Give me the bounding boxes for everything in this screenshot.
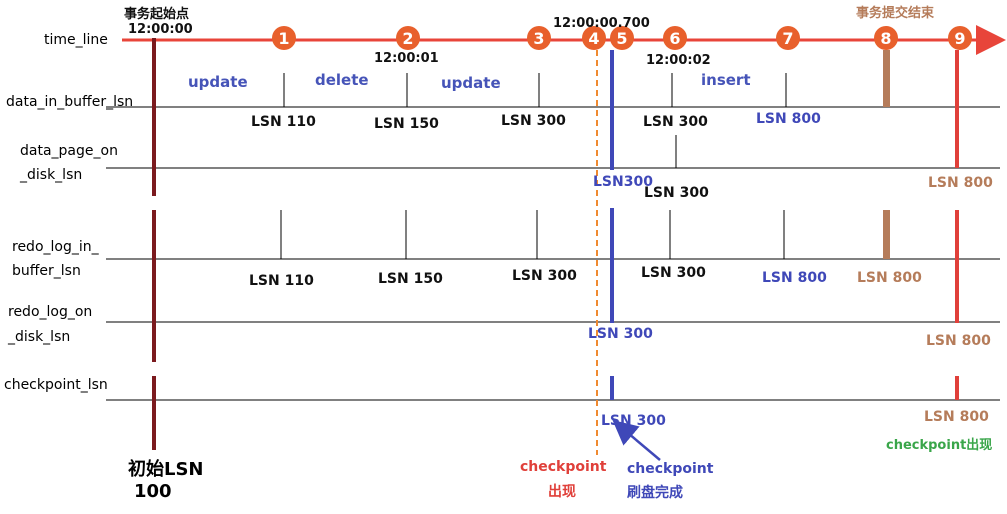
redo-disk-lsn-5: LSN 300 (588, 326, 653, 342)
marker-3: 3 (527, 26, 551, 50)
checkpoint-time: 12:00:00.700 (553, 16, 650, 31)
time-2: 12:00:01 (374, 51, 439, 66)
checkpoint-appears-right: checkpoint出现 (886, 437, 992, 453)
start-label: 事务起始点 (124, 6, 189, 22)
marker-1-number: 1 (278, 29, 289, 48)
marker-7: 7 (776, 26, 800, 50)
checkpoint-flushed-label: checkpoint (627, 461, 714, 477)
row-label-time-line: time_line (44, 32, 108, 48)
checkpoint-flushed-sub: 刷盘完成 (627, 484, 683, 501)
data-buffer-lsn-3: LSN 300 (501, 113, 566, 129)
checkpoint-appears-sub: 出现 (548, 483, 576, 500)
commit-end-bar-bottom (955, 376, 959, 400)
data-disk-lsn-6: LSN 300 (644, 185, 709, 201)
initial-bar-bottom (152, 376, 156, 450)
redo-buffer-lsn-2: LSN 150 (378, 271, 443, 287)
flush-arrow (612, 419, 661, 461)
marker-7-number: 7 (782, 29, 793, 48)
marker-8: 8 (874, 26, 898, 50)
flush-bar-bottom (610, 376, 614, 400)
row-label-data-page-on-2: _disk_lsn (19, 167, 82, 183)
checkpoint-appears-label: checkpoint (520, 459, 607, 475)
row-label-data-in-buffer: data_in_buffer_lsn (6, 94, 133, 110)
commit-bar-top (883, 50, 890, 107)
marker-5: 5 (610, 26, 634, 50)
data-buffer-lsn-1: LSN 110 (251, 114, 316, 130)
commit-end-bar-top (955, 50, 959, 168)
data-disk-lsn-5: LSN300 (593, 174, 653, 190)
initial-lsn-value: 100 (134, 481, 172, 502)
marker-6: 6 (663, 26, 687, 50)
checkpoint-lsn-5: LSN 300 (601, 413, 666, 429)
marker-4-number: 4 (588, 29, 599, 48)
op-insert: insert (701, 71, 751, 89)
data-disk-lsn-9: LSN 800 (928, 175, 993, 191)
marker-1: 1 (272, 26, 296, 50)
marker-6-number: 6 (669, 29, 680, 48)
commit-bar-middle (883, 210, 890, 259)
row-label-redo-on-2: _disk_lsn (7, 329, 70, 345)
op-update-1: update (188, 73, 248, 91)
flush-bar-middle (610, 208, 614, 323)
redo-buffer-lsn-1: LSN 110 (249, 273, 314, 289)
marker-2: 2 (396, 26, 420, 50)
marker-2-number: 2 (402, 29, 413, 48)
time-6: 12:00:02 (646, 53, 711, 68)
redo-buffer-lsn-6: LSN 300 (641, 265, 706, 281)
initial-bar-middle (152, 210, 156, 362)
row-label-redo-on-1: redo_log_on (8, 304, 92, 320)
redo-buffer-lsn-7: LSN 800 (762, 270, 827, 286)
marker-9-number: 9 (954, 29, 965, 48)
redo-buffer-lsn-8: LSN 800 (857, 270, 922, 286)
data-buffer-lsn-6: LSN 300 (643, 114, 708, 130)
row-label-checkpoint: checkpoint_lsn (4, 377, 108, 393)
op-delete: delete (315, 71, 369, 89)
row-label-data-page-on-1: data_page_on (20, 143, 118, 159)
marker-8-number: 8 (880, 29, 891, 48)
row-label-redo-in-1: redo_log_in_ (12, 239, 100, 255)
redo-disk-lsn-9: LSN 800 (926, 333, 991, 349)
row-label-redo-in-2: buffer_lsn (12, 263, 81, 279)
commit-end-label: 事务提交结束 (856, 5, 935, 21)
checkpoint-lsn-9: LSN 800 (924, 409, 989, 425)
commit-end-bar-middle (955, 210, 959, 323)
data-buffer-lsn-2: LSN 150 (374, 116, 439, 132)
marker-4: 4 (582, 26, 606, 50)
initial-bar-top (152, 38, 156, 196)
initial-lsn-label: 初始LSN (128, 458, 204, 480)
marker-5-number: 5 (616, 29, 627, 48)
data-buffer-lsn-7: LSN 800 (756, 111, 821, 127)
redo-buffer-lsn-3: LSN 300 (512, 268, 577, 284)
op-update-3: update (441, 74, 501, 92)
flush-bar-top (610, 50, 614, 170)
marker-3-number: 3 (533, 29, 544, 48)
start-time: 12:00:00 (128, 22, 193, 37)
marker-9: 9 (948, 26, 972, 50)
